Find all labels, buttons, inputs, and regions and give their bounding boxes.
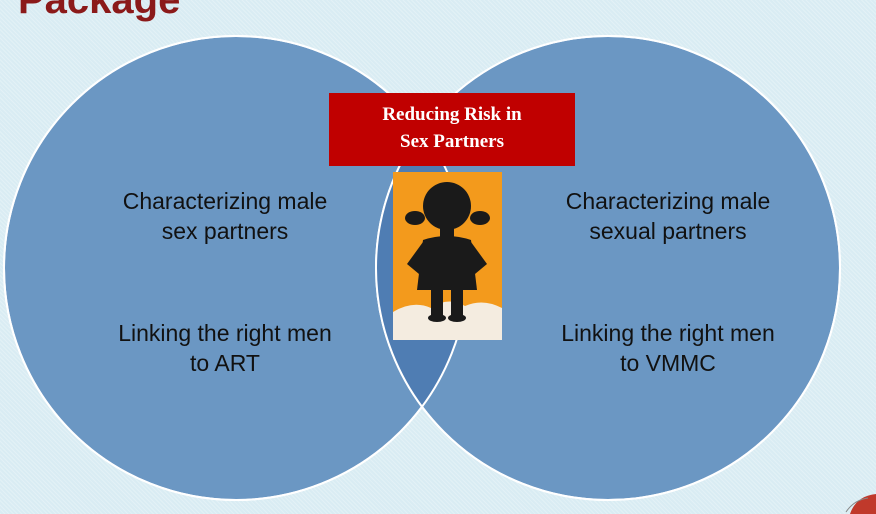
- left-item-characterizing: Characterizing male sex partners: [70, 186, 380, 246]
- center-banner: Reducing Risk in Sex Partners: [329, 93, 575, 166]
- right-item-linking-line1: Linking the right men: [561, 320, 775, 346]
- right-item-linking-line2: to VMMC: [620, 350, 716, 376]
- girl-silhouette-icon: [393, 172, 502, 340]
- center-figure-image: [393, 172, 502, 340]
- slide-title: Package: [18, 0, 181, 22]
- center-banner-line2: Sex Partners: [400, 131, 504, 152]
- right-item-characterizing-line1: Characterizing male: [565, 188, 771, 214]
- right-item-linking: Linking the right men to VMMC: [513, 318, 823, 378]
- left-item-characterizing-line2: sex partners: [161, 218, 289, 244]
- corner-logo-icon: [845, 494, 876, 514]
- left-item-linking: Linking the right men to ART: [70, 318, 380, 378]
- left-item-linking-line2: to ART: [190, 350, 260, 376]
- right-circle-outline: [375, 35, 841, 501]
- right-item-characterizing: Characterizing male sexual partners: [513, 186, 823, 246]
- left-item-linking-line1: Linking the right men: [118, 320, 332, 346]
- right-item-characterizing-line2: sexual partners: [589, 218, 747, 244]
- center-banner-line1: Reducing Risk in: [382, 104, 522, 125]
- left-item-characterizing-line1: Characterizing male: [122, 188, 328, 214]
